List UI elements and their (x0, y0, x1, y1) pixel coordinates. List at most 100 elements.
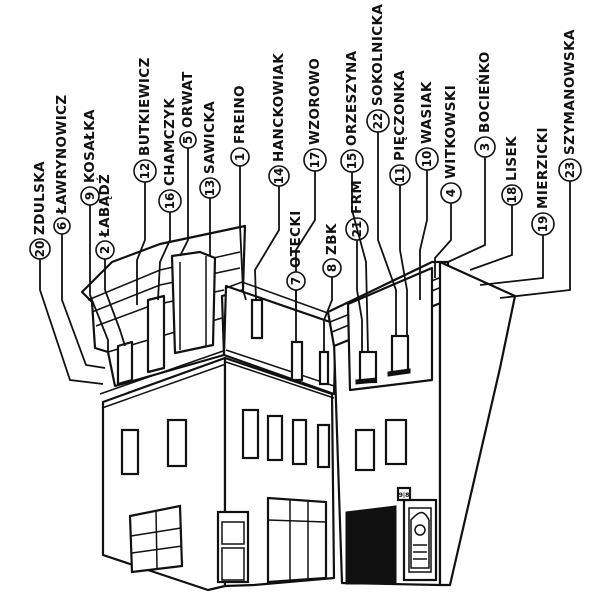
tenant-name: OTECKI (288, 210, 304, 268)
number-circle (389, 164, 411, 186)
number-circle (29, 238, 51, 260)
number-circle (474, 136, 496, 158)
tenant-name: FREINO (232, 85, 248, 144)
tenant-number: 13 (203, 180, 217, 197)
leader-line (479, 235, 544, 286)
tenant-callout-zbk: 8 ZBK (322, 223, 342, 352)
number-circle (80, 186, 100, 206)
gate (345, 505, 397, 585)
tenant-number: 8 (325, 264, 339, 272)
tenant-callout-kosalka: 9 KOSAŁKA (80, 109, 109, 352)
tenant-number: 19 (536, 216, 550, 233)
tenant-number: 5 (181, 136, 195, 144)
tenant-number: 18 (505, 187, 519, 204)
tenant-name: HANCKOWIAK (271, 53, 287, 162)
tenant-name: FRM (349, 180, 365, 214)
number-circle (303, 148, 327, 172)
tenant-callout-mierzicki: 19 MIERZICKI (479, 127, 555, 286)
leader-line (239, 166, 247, 301)
leader-line (356, 240, 363, 352)
tenant-callout-chamczyk: 16 CHAMCZYK (157, 98, 182, 301)
leader-line (447, 157, 486, 263)
number-circle (268, 165, 290, 187)
leader-line (377, 132, 397, 336)
tenant-number: 3 (478, 143, 492, 151)
tenant-name: WITKOWSKI (443, 85, 459, 179)
tenant-name: BOCIEŃKO (475, 51, 493, 133)
leader-line (419, 170, 428, 300)
tenant-name: ZDULSKA (32, 161, 48, 235)
tenant-callout-wzorowo: 17 WZOROWO (295, 58, 327, 342)
leader-line (254, 186, 280, 301)
number-circle (415, 147, 439, 171)
tenant-number: 15 (345, 153, 359, 170)
tenant-callout-orzeszyna: 15 ORZESZYNA (340, 50, 369, 353)
leader-line (89, 205, 109, 352)
number-circle (199, 177, 221, 199)
number-circle (440, 182, 462, 204)
leader-line (136, 182, 146, 305)
house-number-sign (396, 486, 412, 502)
leader-line (499, 181, 571, 299)
tenant-name: ZBK (324, 223, 340, 255)
number-circle (286, 271, 306, 291)
number-circle (53, 217, 71, 235)
tenant-number: 9 (83, 192, 97, 200)
number-circle (133, 159, 157, 183)
tenant-name: BUTKIEWICZ (137, 57, 153, 156)
leader-line (351, 172, 369, 353)
tenant-number: 12 (138, 163, 152, 180)
number-circle (179, 131, 197, 149)
leader-line (61, 234, 106, 369)
tenant-number: 20 (33, 241, 47, 258)
number-circle (230, 147, 250, 167)
tenant-number: 23 (563, 162, 577, 179)
tenant-number: 14 (272, 168, 286, 185)
tenant-name: WZOROWO (307, 58, 323, 145)
tenant-callout-butkiewicz: 12 BUTKIEWICZ (133, 57, 157, 305)
tenant-number: 1 (233, 153, 247, 161)
tenant-number: 16 (163, 193, 177, 210)
tenant-name: CHAMCZYK (162, 98, 178, 186)
tenant-number: 7 (289, 277, 303, 285)
number-circle (340, 149, 364, 173)
leader-line (39, 259, 104, 385)
tenant-callout-witkowski: 4 WITKOWSKI (434, 85, 462, 278)
tenant-number: 4 (444, 189, 458, 197)
tenant-name: PIĘCZONKA (392, 70, 408, 161)
tenant-name: ŁAWRYNOWICZ (54, 94, 70, 215)
number-circle (501, 184, 523, 206)
tenant-callout-zdulska: 20 ZDULSKA (29, 161, 104, 385)
tenant-callout-otecki: 7 OTECKI (286, 210, 306, 310)
tenant-number: 17 (308, 152, 322, 169)
number-circle (158, 189, 182, 213)
tenant-number: 2 (98, 246, 112, 254)
far-right-facade (438, 260, 517, 587)
tenant-callout-freino: 1 FREINO (230, 85, 250, 301)
tenant-callout-wasiak: 10 WASIAK (415, 81, 439, 300)
number-circle (322, 258, 342, 278)
tenant-name: ORZESZYNA (344, 50, 360, 146)
leader-line (179, 148, 189, 257)
number-circle (366, 109, 390, 133)
tenant-name: MIERZICKI (535, 127, 551, 209)
leader-line (434, 203, 452, 278)
tenant-name: SOKOLNICKA (370, 4, 386, 106)
tenant-name: ORWAT (180, 71, 196, 128)
tenant-name: WASIAK (419, 81, 435, 144)
leader-line (157, 212, 171, 301)
tenant-callout-orwat: 5 ORWAT (179, 71, 197, 257)
tenant-name: KOSAŁKA (82, 109, 98, 183)
tenant-callout-bocienko: 3 BOCIEŃKO (447, 51, 496, 263)
tenant-number: 10 (420, 151, 434, 168)
number-circle (558, 158, 582, 182)
